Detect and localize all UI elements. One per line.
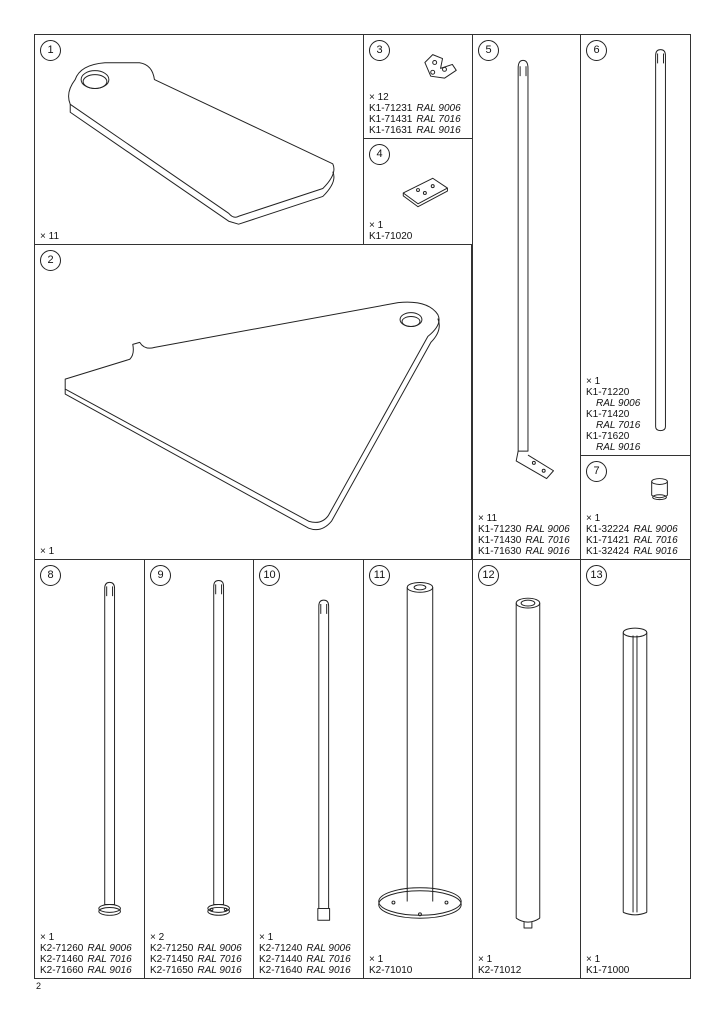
part-code-row: K2-71012 bbox=[478, 965, 522, 976]
page-number: 2 bbox=[36, 981, 42, 991]
quantity-label: × 1 bbox=[478, 954, 493, 965]
part-cell-4: 4 × 1 K1-71020 bbox=[363, 138, 473, 245]
ral-code-row: RAL 7016 bbox=[596, 420, 641, 431]
part-code-row: K2-71010 bbox=[369, 965, 413, 976]
part-number-badge: 6 bbox=[586, 40, 607, 61]
part-number-badge: 1 bbox=[40, 40, 61, 61]
part-info: × 11 bbox=[40, 231, 59, 242]
part-cell-11: 11 × 1 K2-71010 bbox=[363, 559, 473, 979]
part-info: × 1 K2-71012 bbox=[478, 954, 521, 976]
part-code-row: K1-71420 bbox=[586, 409, 630, 420]
ral-code-row: RAL 9016 bbox=[596, 442, 641, 453]
part-info: × 1 K1-71220 RAL 9006 K1-71420 RAL 7016 … bbox=[586, 376, 640, 453]
part-number-badge: 10 bbox=[259, 565, 280, 586]
split-column-drawing bbox=[622, 627, 648, 916]
part-code-row: K1-71620 bbox=[586, 431, 630, 442]
quantity-label: × 1 bbox=[586, 376, 601, 387]
triangle-tabletop-drawing bbox=[64, 301, 440, 531]
quantity-label: × 1 bbox=[369, 220, 384, 231]
part-cell-2: 2 × 1 bbox=[34, 244, 472, 560]
straight-tube-drawing bbox=[655, 49, 666, 432]
column-with-floor-plate-drawing bbox=[378, 581, 462, 919]
part-number-badge: 12 bbox=[478, 565, 499, 586]
column-with-glide-drawing bbox=[515, 597, 541, 929]
tube-with-base-drawing bbox=[98, 581, 121, 916]
part-number-badge: 4 bbox=[369, 144, 390, 165]
part-cell-12: 12 × 1 K2-71012 bbox=[472, 559, 581, 979]
part-info: × 1 bbox=[40, 546, 54, 557]
quantity-label: × 11 bbox=[40, 231, 59, 242]
part-number-badge: 8 bbox=[40, 565, 61, 586]
quantity-label: × 1 bbox=[369, 954, 384, 965]
tube-with-cap-drawing bbox=[317, 599, 331, 921]
tube-with-flange-drawing bbox=[207, 580, 230, 916]
mounting-plate-drawing bbox=[402, 177, 448, 208]
part-info: × 1 K1-71000 bbox=[586, 954, 629, 976]
part-number-badge: 13 bbox=[586, 565, 607, 586]
part-number-badge: 3 bbox=[369, 40, 390, 61]
quantity-label: × 1 bbox=[40, 546, 55, 557]
tabletop-segment-drawing bbox=[68, 62, 335, 225]
angle-bracket-drawing bbox=[424, 54, 457, 79]
part-cell-6: 6 × 1 K1-71220 RAL 9006 K1-71420 RAL 701… bbox=[580, 34, 691, 456]
part-code-row: K1-71020 bbox=[369, 231, 413, 242]
part-info: × 1 K1-71020 bbox=[369, 220, 412, 242]
part-cell-13: 13 × 1 K1-71000 bbox=[580, 559, 691, 979]
part-number-badge: 9 bbox=[150, 565, 171, 586]
part-number-badge: 11 bbox=[369, 565, 390, 586]
foot-cap-drawing bbox=[651, 478, 668, 501]
quantity-label: × 1 bbox=[586, 513, 601, 524]
part-info: × 1 K2-71010 bbox=[369, 954, 412, 976]
quantity-label: × 1 bbox=[40, 932, 55, 943]
part-number-badge: 5 bbox=[478, 40, 499, 61]
part-number-badge: 2 bbox=[40, 250, 61, 271]
quantity-label: × 12 bbox=[369, 92, 389, 103]
quantity-label: × 1 bbox=[586, 954, 601, 965]
part-number-badge: 7 bbox=[586, 461, 607, 482]
ral-code-row: RAL 9006 bbox=[596, 398, 641, 409]
quantity-label: × 1 bbox=[259, 932, 274, 943]
part-code-row: K1-71000 bbox=[586, 965, 630, 976]
part-cell-1: 1 × 11 bbox=[34, 34, 364, 245]
l-leg-drawing bbox=[515, 59, 554, 480]
quantity-label: × 2 bbox=[150, 932, 165, 943]
quantity-label: × 11 bbox=[478, 513, 497, 524]
part-code-row: K1-71220 bbox=[586, 387, 630, 398]
